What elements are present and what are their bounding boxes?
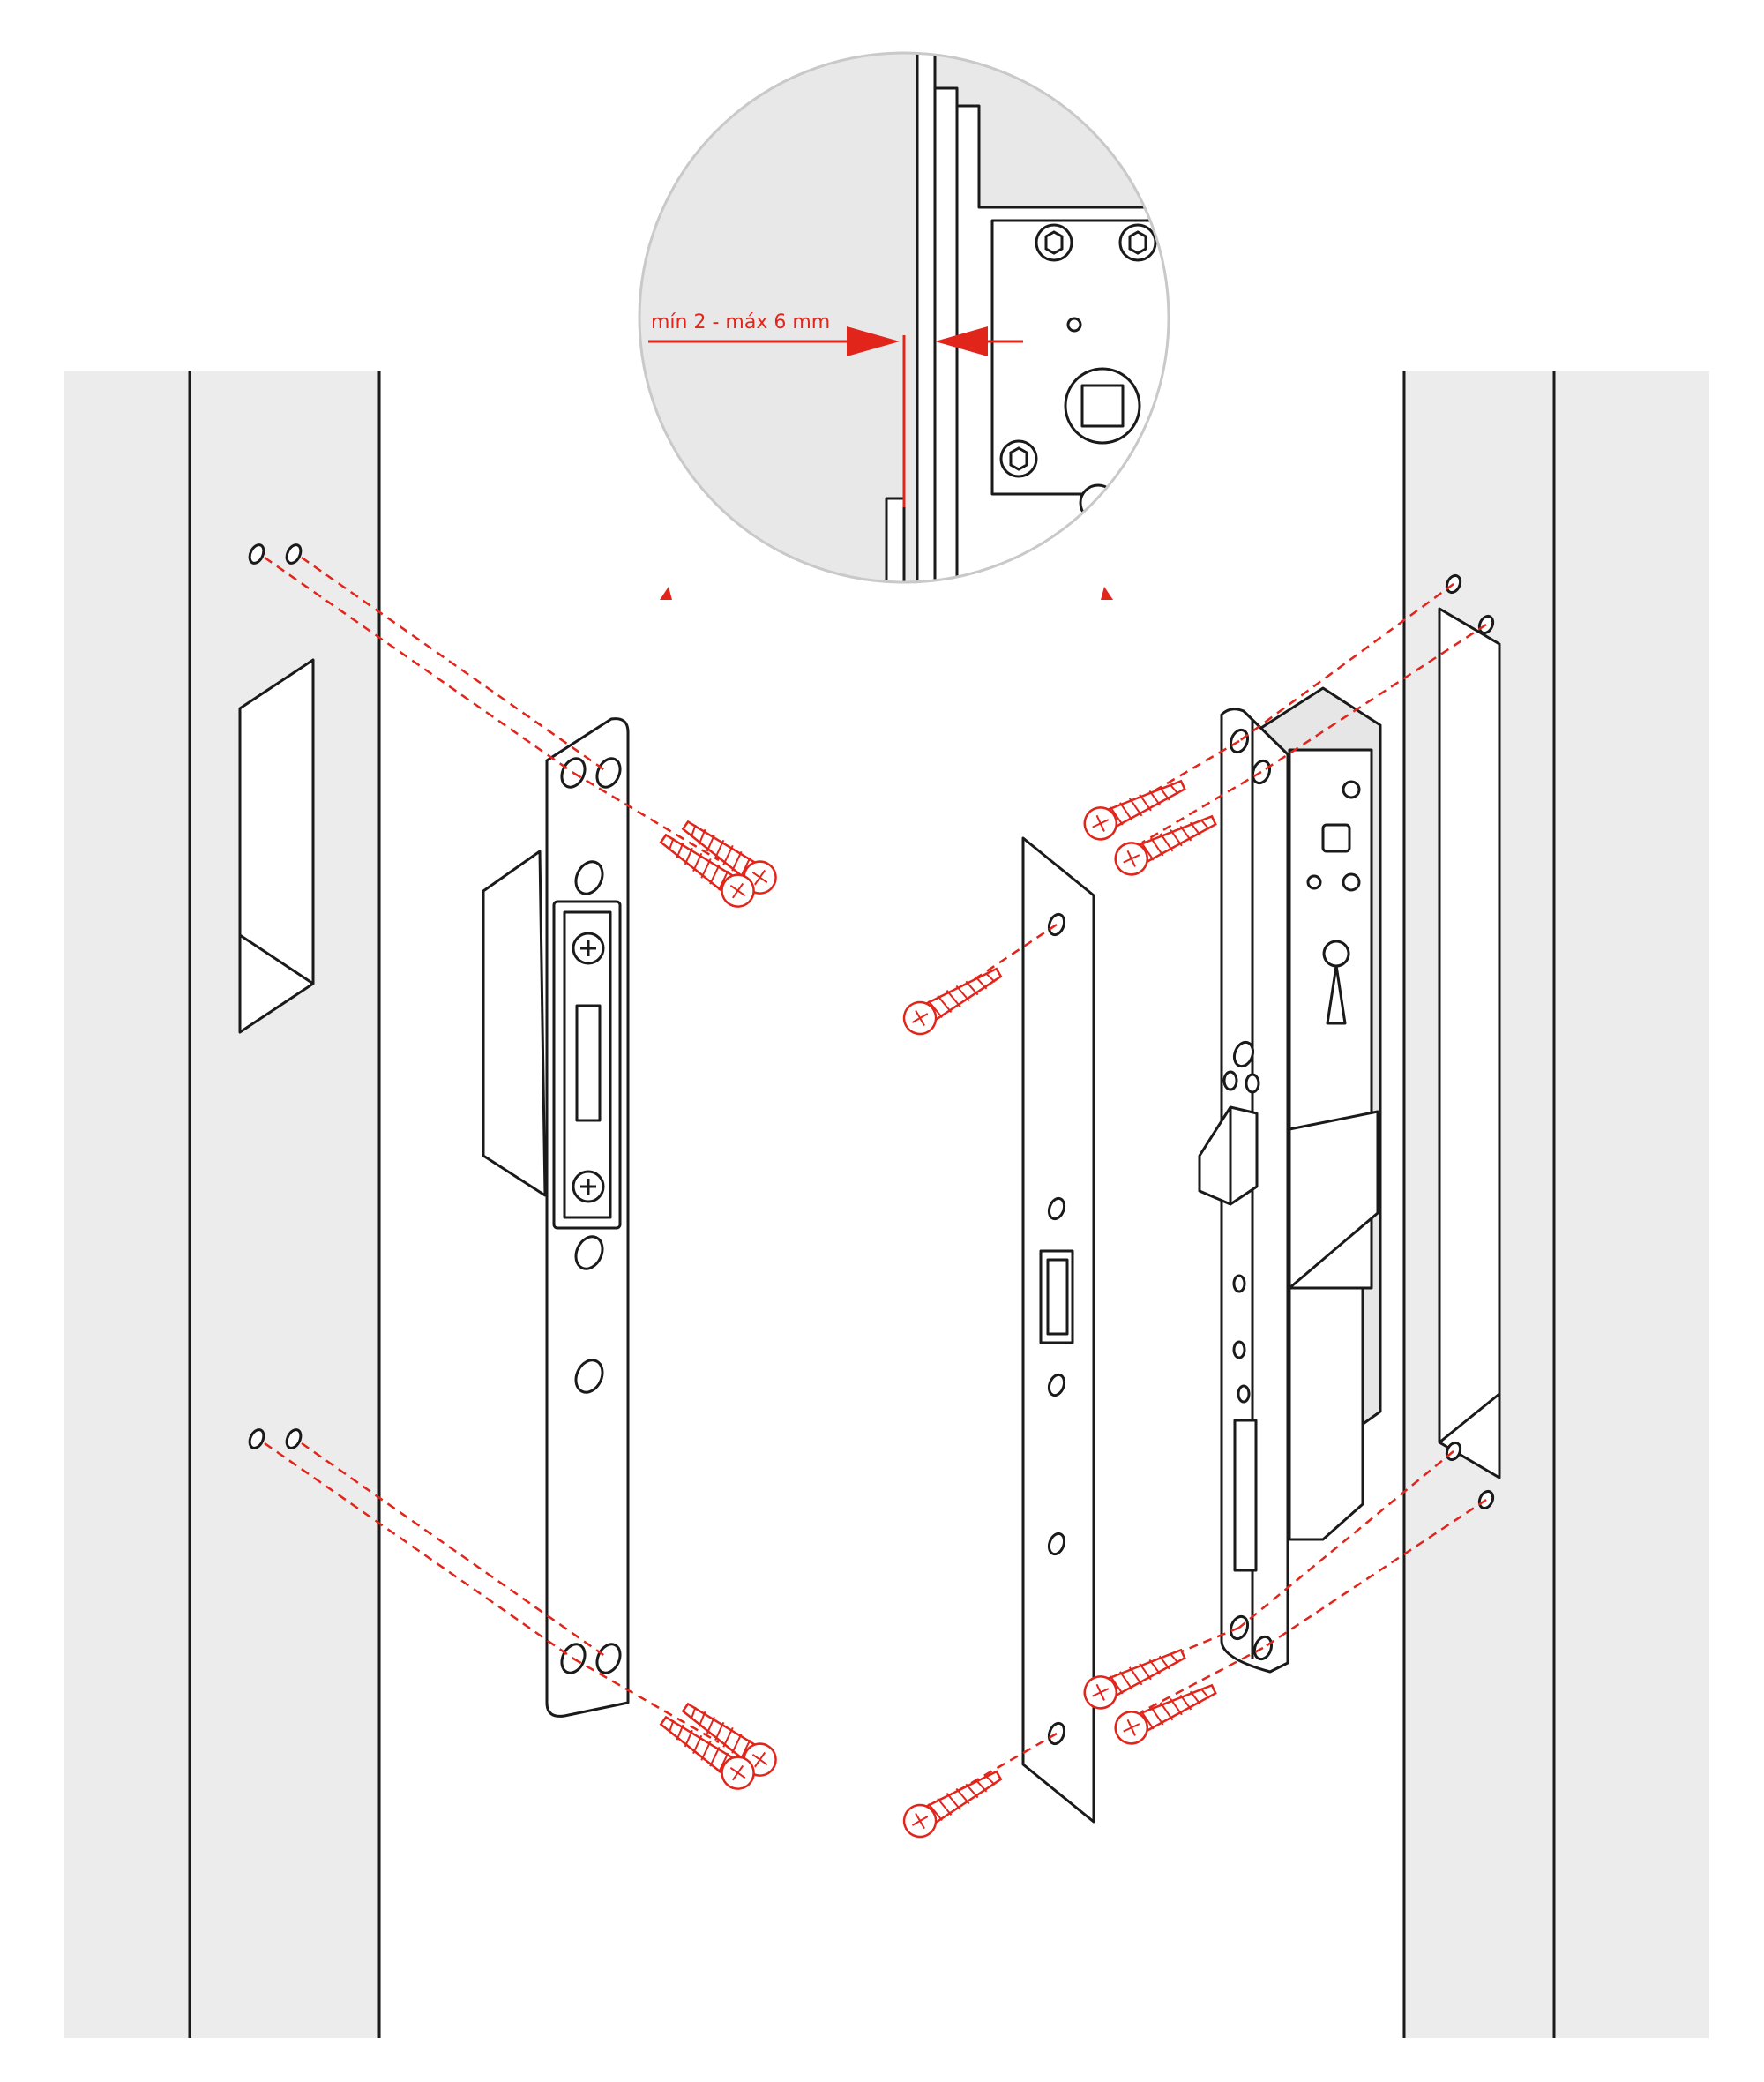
mortise-lock [1198, 686, 1382, 1674]
arrow-icon [660, 587, 1113, 600]
screw-icon [653, 769, 1222, 1844]
installation-guide-lines [264, 556, 1487, 1806]
faceplate [1021, 836, 1095, 1824]
right-pilot-holes [1445, 573, 1495, 1510]
detail-magnifier: mín 2 - máx 6 mm [638, 51, 1170, 584]
faceplate-holes [1039, 912, 1074, 1746]
right-door-frame [1402, 371, 1709, 2038]
lock-body-features [1306, 780, 1361, 1025]
gap-dimension-label: mín 2 - máx 6 mm [651, 311, 830, 333]
detail-bolt-heads [999, 223, 1157, 522]
strike-plate [482, 717, 630, 1718]
strike-keeper [552, 900, 622, 1230]
lock-forend-holes [1222, 728, 1274, 1661]
left-door-frame [64, 371, 381, 2038]
latch-bolt [1198, 1105, 1259, 1206]
left-pilot-holes [248, 543, 303, 1449]
right-mortise-cutout [1438, 607, 1501, 1479]
gap-dimension: mín 2 - máx 6 mm [648, 311, 1023, 507]
left-mortise-cutout [238, 658, 315, 1034]
strike-plate-holes [560, 757, 622, 1674]
